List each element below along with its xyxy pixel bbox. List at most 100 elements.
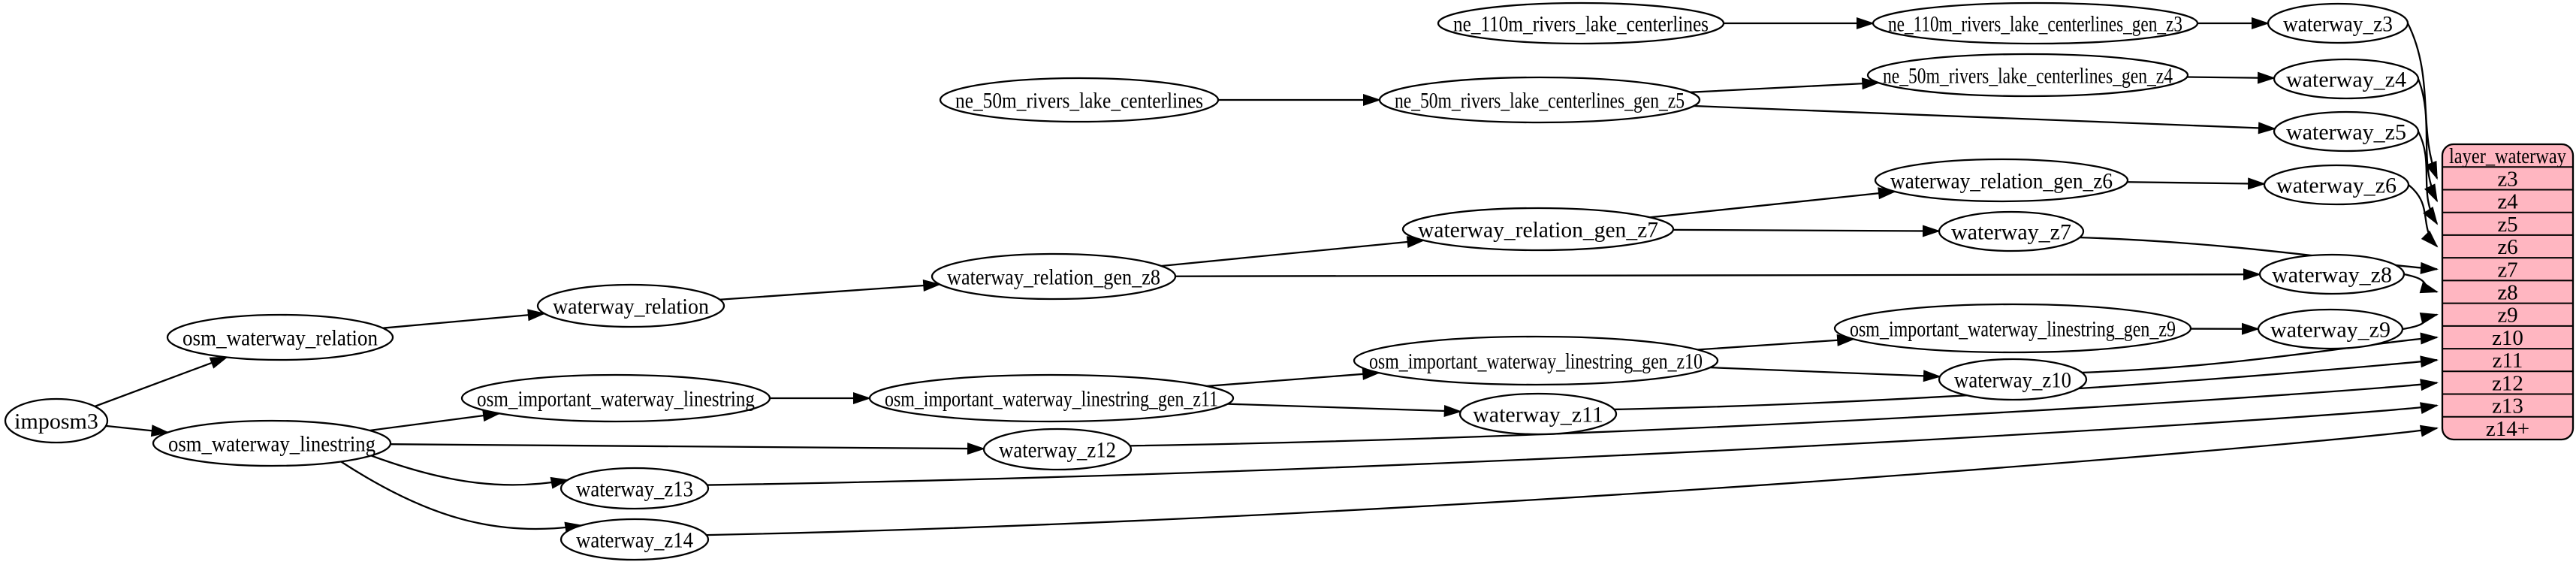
node-waterway_z5: waterway_z5 (2273, 110, 2420, 153)
node-waterway_relation: waterway_relation (536, 283, 725, 328)
waterway_relation_gen_z7-label: waterway_relation_gen_z7 (1418, 218, 1658, 243)
node-waterway_z9: waterway_z9 (2257, 308, 2404, 350)
node-waterway_z3: waterway_z3 (2267, 2, 2409, 44)
ne_50m_rivers_lake_centerlines_gen_z4-ellipse (1866, 53, 2189, 98)
node-osm_waterway_relation: osm_waterway_relation (166, 313, 394, 361)
edge-waterway_relation_gen_z7-to-waterway_relation_gen_z6 (1649, 187, 1896, 219)
ne_110m_rivers_lake_centerlines-ellipse (1437, 2, 1725, 45)
waterway_relation-label: waterway_relation (553, 295, 709, 319)
node-ne_50m_rivers_lake_centerlines_gen_z5: ne_50m_rivers_lake_centerlines_gen_z5 (1378, 76, 1701, 124)
ne_110m_rivers_lake_centerlines_gen_z3-label: ne_110m_rivers_lake_centerlines_gen_z3 (1888, 12, 2182, 37)
table-row-z4: z4 (2497, 190, 2518, 214)
node-waterway_z14: waterway_z14 (560, 518, 710, 561)
edge-osm_important_waterway_linestring_gen_z11-to-osm_important_waterway_linestring_gen_z10 (1206, 367, 1381, 388)
table-background (2441, 143, 2574, 441)
edge-waterway_relation_gen_z7-to-waterway_z7 (1673, 225, 1941, 237)
edge-osm_important_waterway_linestring_gen_z10-to-waterway_z10 (1709, 366, 1941, 382)
osm_waterway_linestring-ellipse (152, 419, 392, 467)
node-imposm3: imposm3 (4, 397, 109, 444)
edge-osm_waterway_linestring-to-waterway_z14 (340, 461, 584, 534)
table-row-z8: z8 (2497, 281, 2517, 305)
node-waterway_z6: waterway_z6 (2263, 164, 2410, 206)
node-ne_110m_rivers_lake_centerlines: ne_110m_rivers_lake_centerlines (1437, 2, 1725, 45)
waterway_z9-ellipse (2257, 308, 2404, 350)
table-row-z5: z5 (2497, 213, 2517, 237)
osm_waterway_relation-label: osm_waterway_relation (182, 326, 378, 351)
edge-osm_waterway_relation-to-waterway_relation (382, 309, 546, 329)
waterway_z7-ellipse (1938, 210, 2085, 252)
waterway_z8-ellipse (2258, 253, 2406, 295)
waterway_z11-ellipse (1458, 392, 1618, 436)
waterway_z4-label: waterway_z4 (2286, 68, 2406, 92)
ne_50m_rivers_lake_centerlines-label: ne_50m_rivers_lake_centerlines (955, 89, 1203, 113)
waterway_relation_gen_z6-ellipse (1874, 158, 2129, 203)
node-osm_important_waterway_linestring_gen_z9: osm_important_waterway_linestring_gen_z9 (1833, 303, 2192, 354)
waterway_z14-label: waterway_z14 (576, 528, 693, 553)
edge-waterway_z5-to-layer_waterway-z5 (2417, 131, 2439, 225)
edge-waterway_relation-to-waterway_relation_gen_z8 (719, 279, 942, 301)
edge-waterway_z14-to-layer_waterway-z14+ (706, 425, 2439, 536)
edge-osm_important_waterway_linestring_gen_z11-to-waterway_z11 (1227, 403, 1462, 417)
table-row-z6: z6 (2497, 235, 2517, 259)
edge-waterway_relation_gen_z8-to-waterway_relation_gen_z7 (1161, 236, 1425, 267)
waterway_z6-label: waterway_z6 (2276, 174, 2397, 198)
node-waterway_relation_gen_z6: waterway_relation_gen_z6 (1874, 158, 2129, 203)
node-ne_50m_rivers_lake_centerlines: ne_50m_rivers_lake_centerlines (939, 77, 1220, 123)
edge-waterway_relation_gen_z6-to-waterway_z6 (2127, 177, 2267, 190)
osm_important_waterway_linestring-ellipse (460, 373, 771, 423)
waterway_z6-ellipse (2263, 164, 2410, 206)
waterway_z14-ellipse (560, 518, 710, 561)
ne_50m_rivers_lake_centerlines_gen_z5-label: ne_50m_rivers_lake_centerlines_gen_z5 (1395, 89, 1685, 113)
node-layer: imposm3osm_waterway_relationosm_waterway… (4, 2, 2574, 561)
osm_important_waterway_linestring-label: osm_important_waterway_linestring (477, 387, 755, 412)
imposm3-ellipse (4, 397, 109, 444)
edge-ne_50m_rivers_lake_centerlines_gen_z5-to-ne_50m_rivers_lake_centerlines_gen_z4 (1690, 77, 1881, 93)
waterway_relation_gen_z6-label: waterway_relation_gen_z6 (1890, 169, 2113, 194)
node-ne_50m_rivers_lake_centerlines_gen_z4: ne_50m_rivers_lake_centerlines_gen_z4 (1866, 53, 2189, 98)
osm_important_waterway_linestring_gen_z10-label: osm_important_waterway_linestring_gen_z1… (1369, 349, 1703, 374)
waterway_z10-label: waterway_z10 (1954, 368, 2071, 393)
node-waterway_z10: waterway_z10 (1938, 358, 2088, 401)
waterway_relation-ellipse (536, 283, 725, 328)
edge-ne_50m_rivers_lake_centerlines_gen_z4-to-waterway_z4 (2187, 71, 2276, 84)
edge-waterway_z11-to-layer_waterway-z11 (1614, 355, 2439, 411)
edge-waterway_z4-to-layer_waterway-z4 (2417, 78, 2439, 203)
node-waterway_z12: waterway_z12 (982, 428, 1133, 471)
waterway_relation_gen_z8-ellipse (931, 252, 1177, 301)
osm_important_waterway_linestring_gen_z10-ellipse (1353, 335, 1719, 386)
waterway_z13-label: waterway_z13 (576, 477, 693, 502)
osm_waterway_relation-ellipse (166, 313, 394, 361)
node-osm_important_waterway_linestring: osm_important_waterway_linestring (460, 373, 771, 423)
edge-waterway_z8-to-layer_waterway-z8 (2403, 273, 2439, 294)
edge-imposm3-to-osm_waterway_linestring (105, 425, 170, 437)
table-row-z13: z13 (2492, 394, 2523, 418)
node-waterway_z11: waterway_z11 (1458, 392, 1618, 436)
table-row-z12: z12 (2492, 371, 2523, 395)
edge-imposm3-to-osm_waterway_relation (94, 356, 228, 408)
edge-waterway_z12-to-layer_waterway-z12 (1130, 379, 2439, 447)
table-row-z3: z3 (2497, 167, 2517, 191)
ne_110m_rivers_lake_centerlines_gen_z3-ellipse (1872, 2, 2199, 45)
ne_50m_rivers_lake_centerlines_gen_z4-label: ne_50m_rivers_lake_centerlines_gen_z4 (1883, 64, 2173, 89)
edge-waterway_z6-to-layer_waterway-z6 (2408, 184, 2439, 248)
waterway_z9-label: waterway_z9 (2270, 318, 2390, 343)
node-waterway_relation_gen_z7: waterway_relation_gen_z7 (1401, 207, 1675, 252)
edge-osm_waterway_linestring-to-waterway_z12 (390, 443, 986, 455)
edge-waterway_z9-to-layer_waterway-z9 (2402, 313, 2439, 331)
waterway_z3-ellipse (2267, 2, 2409, 44)
edge-osm_waterway_linestring-to-waterway_z13 (370, 455, 569, 489)
waterway_z12-ellipse (982, 428, 1133, 471)
edge-osm_waterway_linestring-to-osm_important_waterway_linestring (369, 409, 502, 432)
ne_110m_rivers_lake_centerlines-label: ne_110m_rivers_lake_centerlines (1453, 12, 1709, 37)
waterway_relation_gen_z7-ellipse (1401, 207, 1675, 252)
node-ne_110m_rivers_lake_centerlines_gen_z3: ne_110m_rivers_lake_centerlines_gen_z3 (1872, 2, 2199, 45)
edge-osm_important_waterway_linestring_gen_z10-to-osm_important_waterway_linestring_gen_z9 (1697, 334, 1856, 351)
ne_50m_rivers_lake_centerlines-ellipse (939, 77, 1220, 123)
ne_50m_rivers_lake_centerlines_gen_z5-ellipse (1378, 76, 1701, 124)
osm_important_waterway_linestring_gen_z11-label: osm_important_waterway_linestring_gen_z1… (885, 387, 1218, 412)
table-row-z11: z11 (2493, 349, 2523, 373)
node-waterway_z7: waterway_z7 (1938, 210, 2085, 252)
node-osm_important_waterway_linestring_gen_z10: osm_important_waterway_linestring_gen_z1… (1353, 335, 1719, 386)
